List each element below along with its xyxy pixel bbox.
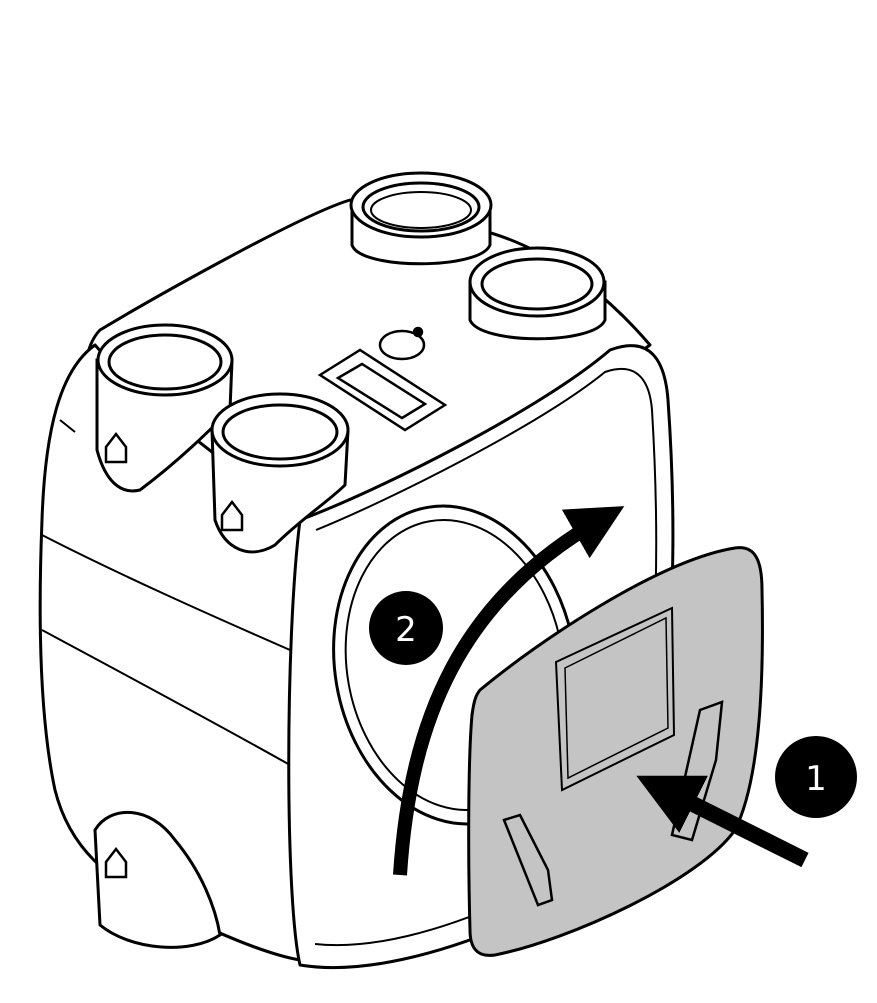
spigot-front-left <box>95 323 234 493</box>
house-symbol-icon <box>104 431 128 464</box>
top-control-panel <box>317 326 448 432</box>
spigot-rear-right <box>468 246 607 341</box>
step-number: 1 <box>805 759 827 799</box>
step-badge-2: 2 <box>369 591 443 665</box>
arrow-rotate-icon <box>393 506 625 876</box>
house-symbol-icon <box>104 846 128 879</box>
arrow-push-icon <box>636 775 809 868</box>
spigot-rear-center <box>349 171 493 266</box>
house-symbol-icon <box>220 499 244 532</box>
bottom-spigot <box>93 810 222 949</box>
step-badge-1: 1 <box>775 736 857 818</box>
spigot-front-center <box>210 392 350 554</box>
step-number: 2 <box>395 610 417 650</box>
